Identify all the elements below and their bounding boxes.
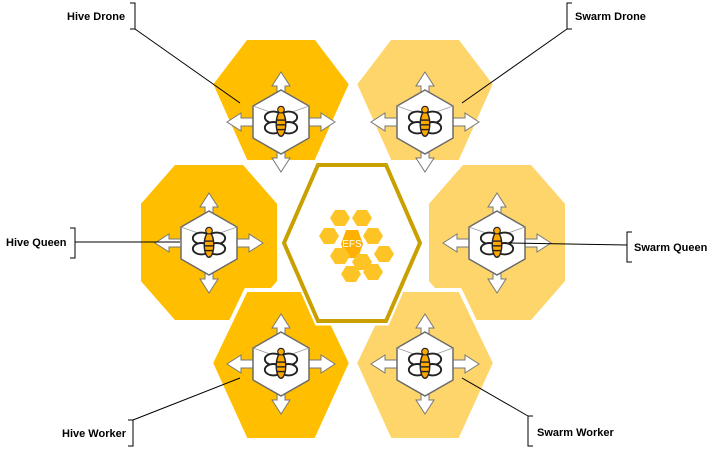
efs-label: EFS [342, 239, 362, 250]
swarm-worker-label: Swarm Worker [537, 427, 615, 439]
swarm-worker-callout: Swarm Worker [461, 377, 615, 447]
hive-worker-label: Hive Worker [62, 428, 127, 440]
swarm-drone-callout: Swarm Drone [461, 2, 646, 104]
swarm-queen-label: Swarm Queen [634, 242, 708, 254]
swarm-drone-label: Swarm Drone [575, 11, 646, 23]
efs-honeycomb-icon [319, 210, 394, 282]
hive-queen-label: Hive Queen [6, 237, 67, 249]
hive-drone-label: Hive Drone [67, 11, 125, 23]
hive-worker-callout: Hive Worker [62, 377, 241, 447]
hive-queen-callout: Hive Queen [6, 227, 180, 259]
hive-drone-callout: Hive Drone [67, 2, 241, 104]
swarm-queen-callout: Swarm Queen [509, 231, 708, 263]
